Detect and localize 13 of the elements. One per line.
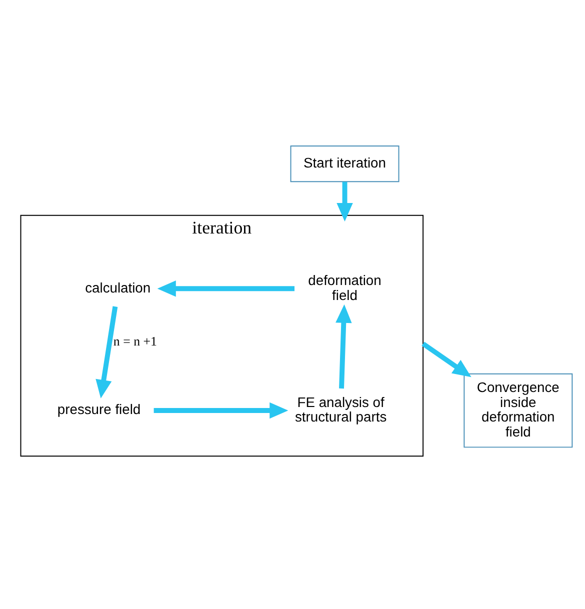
node-box: Start iteration	[290, 144, 400, 182]
arrow	[336, 181, 353, 221]
arrow	[336, 304, 352, 388]
node-text: deformation field	[308, 271, 382, 302]
arrow	[157, 280, 294, 296]
arrow	[96, 306, 118, 398]
arrow	[422, 341, 472, 377]
edge-label: n = n +1	[113, 334, 157, 348]
node-box: Convergence inside deformation field	[464, 372, 573, 448]
arrow	[154, 402, 288, 418]
node-text: FE analysis of structural parts	[294, 393, 387, 424]
node-text: calculation	[85, 278, 151, 295]
node-text: pressure field	[57, 400, 141, 417]
